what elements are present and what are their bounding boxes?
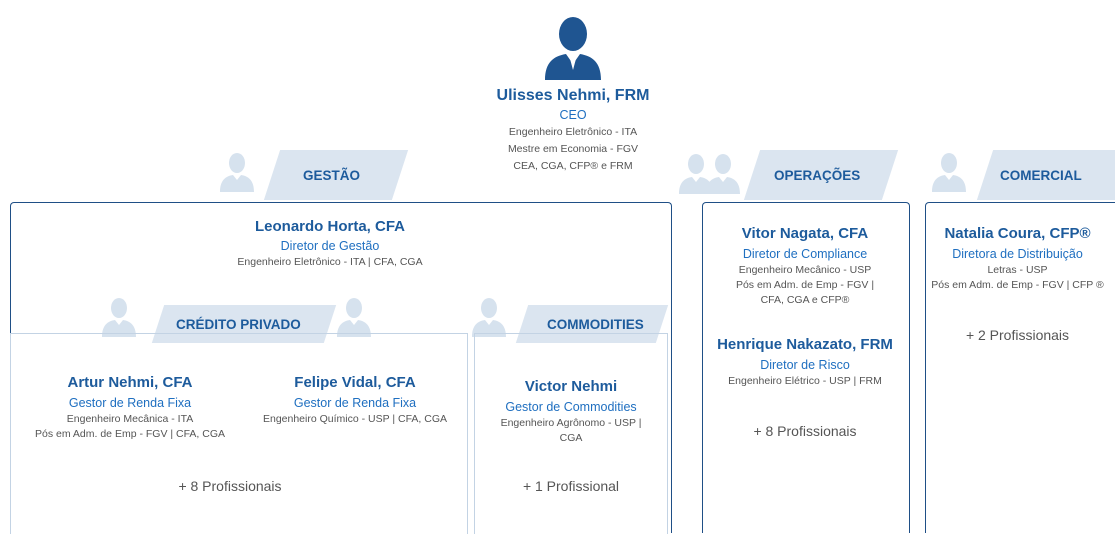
- henrique-name: Henrique Nakazato, FRM: [717, 336, 893, 353]
- vitor-info-2: Pós em Adm. de Emp - FGV |: [735, 279, 875, 291]
- ceo-person-icon: [545, 17, 601, 80]
- ceo-info-3: CEA, CGA, CFP® e FRM: [513, 160, 633, 172]
- vitor-info-3: CFA, CGA e CFP®: [760, 294, 850, 306]
- operacoes-more: + 8 Profissionais: [753, 423, 857, 439]
- gestao-label: GESTÃO: [303, 168, 361, 183]
- credito-person-icon-left: [102, 298, 136, 337]
- artur-name: Artur Nehmi, CFA: [67, 374, 193, 391]
- credito-box: [10, 333, 468, 534]
- gestao-person-icon: [220, 153, 254, 192]
- credito-person-icon-right: [337, 298, 371, 337]
- gestao-head-info: Engenheiro Eletrônico - ITA | CFA, CGA: [237, 256, 423, 268]
- comercial-person-icon: [932, 153, 966, 192]
- artur-role: Gestor de Renda Fixa: [68, 396, 192, 410]
- artur-info-2: Pós em Adm. de Emp - FGV | CFA, CGA: [34, 428, 226, 440]
- ceo-name: Ulisses Nehmi, FRM: [496, 87, 650, 104]
- commodities-person-icon: [472, 298, 506, 337]
- comercial-more: + 2 Profissionais: [965, 327, 1070, 343]
- ceo-role: CEO: [559, 108, 587, 122]
- ceo-info-1: Engenheiro Eletrônico - ITA: [508, 126, 638, 138]
- natalia-info-2: Pós em Adm. de Emp - FGV | CFP ®: [931, 279, 1104, 291]
- henrique-info: Engenheiro Elétrico - USP | FRM: [728, 375, 882, 387]
- victor-name: Victor Nehmi: [524, 378, 618, 395]
- ceo-info-2: Mestre em Economia - FGV: [507, 143, 639, 155]
- vitor-name: Vitor Nagata, CFA: [741, 225, 869, 242]
- commodities-label: COMMODITIES: [547, 317, 644, 332]
- gestao-head-name: Leonardo Horta, CFA: [254, 218, 405, 235]
- artur-card: Artur Nehmi, CFA Gestor de Renda Fixa En…: [20, 374, 240, 442]
- credito-label: CRÉDITO PRIVADO: [176, 317, 301, 332]
- victor-card: Victor Nehmi Gestor de Commodities Engen…: [476, 378, 666, 446]
- artur-info-1: Engenheiro Mecânica - ITA: [66, 413, 194, 425]
- vitor-card: Vitor Nagata, CFA Diretor de Compliance …: [702, 225, 908, 308]
- natalia-info-1: Letras - USP: [987, 264, 1048, 276]
- natalia-role: Diretora de Distribuição: [952, 247, 1083, 261]
- natalia-card: Natalia Coura, CFP® Diretora de Distribu…: [920, 225, 1115, 293]
- henrique-role: Diretor de Risco: [760, 358, 850, 372]
- operacoes-box: [702, 202, 910, 533]
- natalia-name: Natalia Coura, CFP®: [944, 225, 1091, 242]
- commodities-more: + 1 Profissional: [522, 478, 620, 494]
- comercial-box: [925, 202, 1115, 533]
- victor-role: Gestor de Commodities: [505, 400, 637, 414]
- felipe-info: Engenheiro Químico - USP | CFA, CGA: [262, 413, 448, 425]
- victor-info-1: Engenheiro Agrônomo - USP |: [500, 417, 642, 429]
- felipe-card: Felipe Vidal, CFA Gestor de Renda Fixa E…: [250, 374, 460, 427]
- victor-info-2: CGA: [559, 432, 583, 444]
- henrique-card: Henrique Nakazato, FRM Diretor de Risco …: [690, 336, 920, 389]
- comercial-label: COMERCIAL: [1000, 168, 1082, 183]
- gestao-head-role: Diretor de Gestão: [280, 239, 380, 253]
- operacoes-group-icon: [679, 154, 740, 194]
- commodities-box: [474, 333, 668, 534]
- vitor-info-1: Engenheiro Mecânico - USP: [738, 264, 872, 276]
- felipe-name: Felipe Vidal, CFA: [294, 374, 416, 391]
- felipe-role: Gestor de Renda Fixa: [293, 396, 417, 410]
- operacoes-label: OPERAÇÕES: [774, 168, 861, 183]
- credito-more: + 8 Profissionais: [178, 478, 282, 494]
- gestao-head-card: Leonardo Horta, CFA Diretor de Gestão En…: [200, 218, 460, 270]
- ceo-card: Ulisses Nehmi, FRM CEO Engenheiro Eletrô…: [470, 87, 676, 174]
- vitor-role: Diretor de Compliance: [742, 247, 868, 261]
